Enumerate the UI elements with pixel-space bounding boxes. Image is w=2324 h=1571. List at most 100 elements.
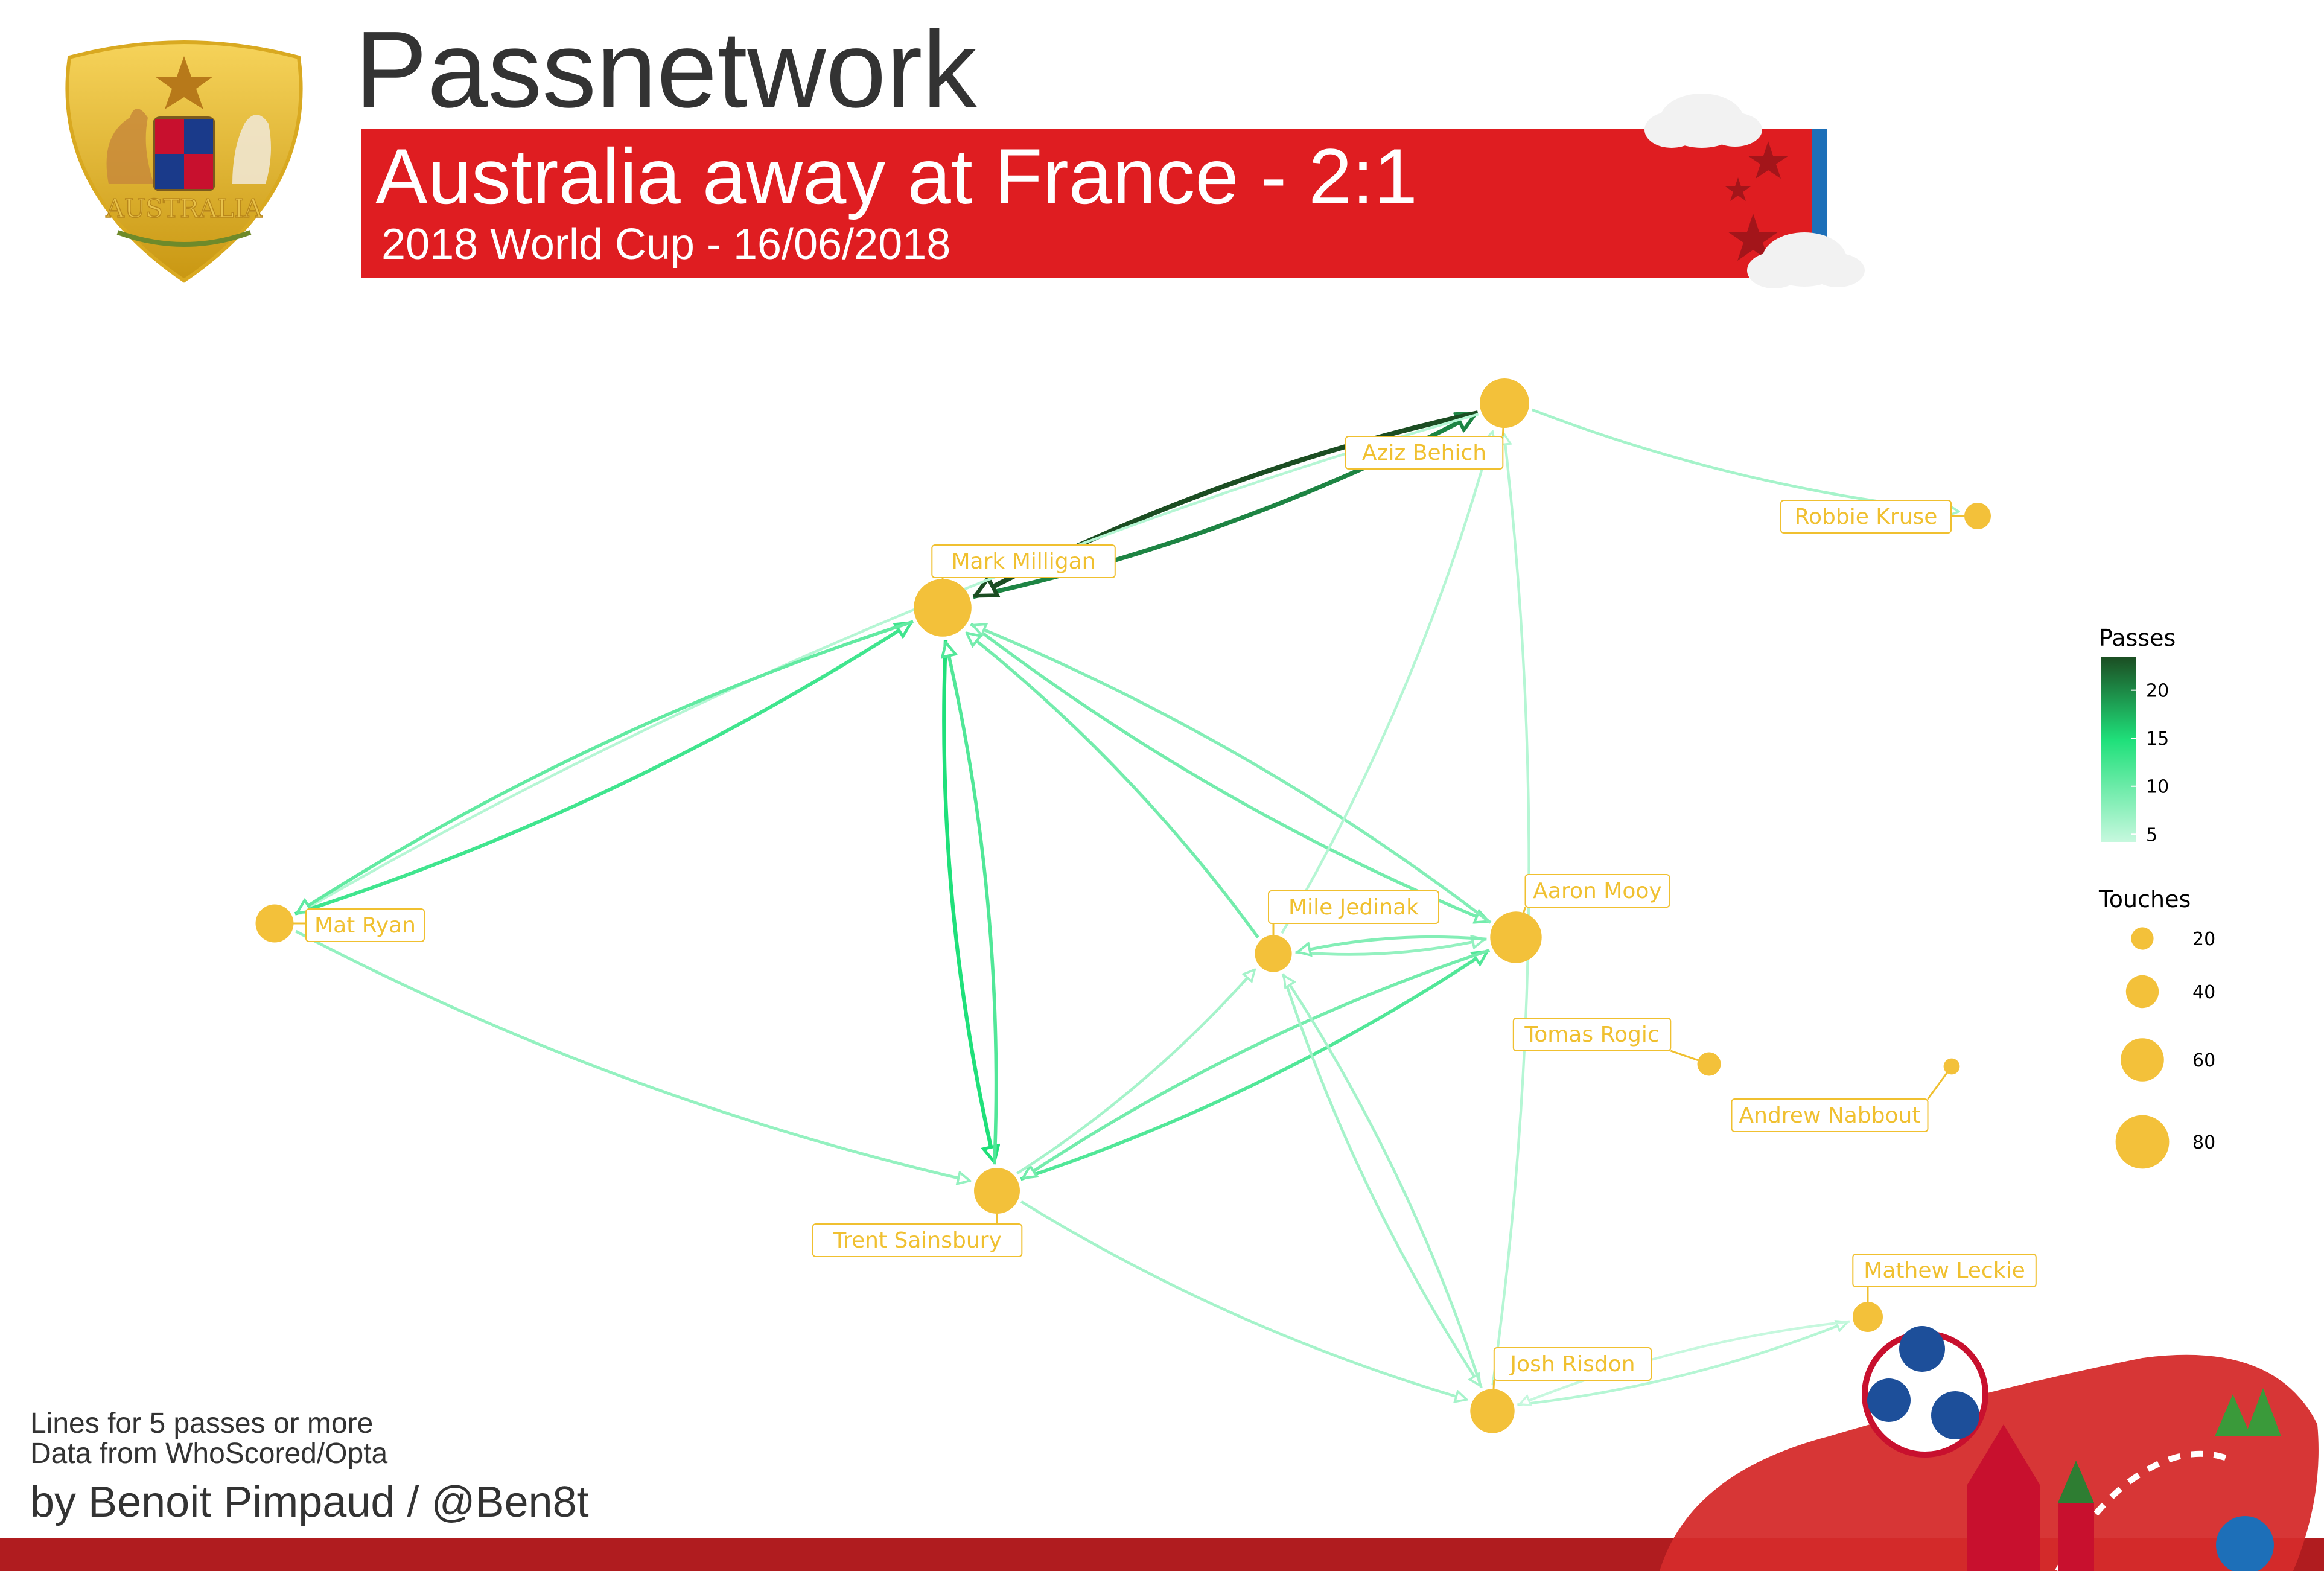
- player-circle-jedinak: [1255, 935, 1292, 972]
- byline: by Benoit Pimpaud / @Ben8t: [30, 1478, 589, 1526]
- pass-edge-mooy-to-jedinak: [1298, 935, 1487, 952]
- banner-stars-decoration: [1725, 141, 1789, 261]
- australia-crest-logo: AUSTRALIA: [65, 40, 303, 283]
- player-node-kruse: Robbie Kruse: [1780, 500, 1991, 534]
- touches-key-label-20: 20: [2192, 929, 2215, 950]
- cloud-decoration: [1644, 94, 1865, 288]
- touches-key-circle-20: [2131, 927, 2154, 950]
- touches-legend: Touches 20 40 60 80: [2098, 886, 2215, 1169]
- touches-key-circle-40: [2125, 975, 2159, 1009]
- touches-key-circle-60: [2121, 1038, 2164, 1082]
- tree-icon: [2215, 1388, 2281, 1436]
- pass-edge-ryan-to-sainsbury: [295, 929, 970, 1181]
- player-circle-ryan: [255, 904, 294, 943]
- pass-edge-risdon-to-aziz: [1491, 434, 1530, 1386]
- pass-edge-sainsbury-to-milligan: [946, 643, 998, 1165]
- matryoshka-icon: [2216, 1516, 2274, 1571]
- player-circle-kruse: [1964, 503, 1991, 529]
- player-label-aziz: Aziz Behich: [1362, 441, 1486, 465]
- passes-tick-label-5: 5: [2146, 824, 2157, 846]
- pass-edge-ryan-to-milligan: [294, 623, 911, 916]
- player-circle-mooy: [1490, 911, 1542, 963]
- page-title: Passnetwork: [355, 9, 977, 130]
- player-label-box-kruse: [1780, 500, 1952, 534]
- player-label-box-risdon: [1493, 1347, 1652, 1381]
- player-circle-nabbout: [1943, 1058, 1960, 1075]
- world-cup-ball-icon: [1862, 1326, 1988, 1458]
- passes-color-bar: [2101, 657, 2136, 842]
- pass-edge-risdon-to-leckie: [1517, 1322, 1847, 1406]
- player-circle-risdon: [1470, 1389, 1515, 1433]
- pass-edge-aziz-to-ryan: [298, 413, 1479, 914]
- player-node-sainsbury: Trent Sainsbury: [812, 1168, 1023, 1257]
- touches-legend-title: Touches: [2098, 886, 2191, 913]
- player-label-mooy: Aaron Mooy: [1533, 879, 1661, 903]
- title-banner: Australia away at France - 2:1 2018 Worl…: [361, 129, 1827, 278]
- player-label-box-sainsbury: [812, 1223, 1023, 1257]
- player-label-leckie: Mathew Leckie: [1864, 1258, 2025, 1283]
- player-label-box-ryan: [305, 908, 425, 942]
- player-node-rogic: Tomas Rogic: [1512, 1018, 1721, 1076]
- player-label-jedinak: Mile Jedinak: [1288, 895, 1419, 920]
- player-label-risdon: Josh Risdon: [1509, 1352, 1635, 1377]
- footnote-lines: Lines for 5 passes or more: [30, 1407, 374, 1439]
- touches-key-label-80: 80: [2192, 1132, 2215, 1153]
- player-node-mooy: Aaron Mooy: [1490, 874, 1670, 963]
- kremlin-tower-icon: [1967, 1424, 2094, 1571]
- player-label-box-nabbout: [1731, 1098, 1929, 1132]
- player-label-milligan: Mark Milligan: [951, 549, 1095, 574]
- pass-edge-leckie-to-risdon: [1520, 1320, 1850, 1404]
- player-label-box-mooy: [1524, 874, 1670, 908]
- player-label-nabbout: Andrew Nabbout: [1739, 1103, 1921, 1128]
- pass-edge-milligan-to-ryan: [298, 620, 914, 913]
- pass-edge-risdon-to-jedinak: [1284, 976, 1483, 1389]
- touches-key-label-40: 40: [2192, 982, 2215, 1003]
- pass-edge-aziz-to-kruse: [1531, 408, 1959, 512]
- touches-key-circle-80: [2115, 1115, 2170, 1169]
- player-label-kruse: Robbie Kruse: [1795, 505, 1938, 529]
- player-label-box-aziz: [1345, 436, 1504, 470]
- pass-edge-milligan-to-mooy: [970, 622, 1489, 922]
- passes-legend-title: Passes: [2099, 625, 2176, 651]
- player-node-ryan: Mat Ryan: [255, 904, 425, 943]
- edges-layer: [294, 408, 1959, 1406]
- passes-tick-label-20: 20: [2146, 681, 2169, 702]
- player-circle-milligan: [914, 579, 972, 637]
- player-label-box-leckie: [1852, 1254, 2037, 1287]
- match-info: 2018 World Cup - 16/06/2018: [381, 220, 951, 269]
- player-node-aziz: Aziz Behich: [1345, 378, 1529, 470]
- player-label-box-jedinak: [1268, 890, 1439, 924]
- pass-edge-jedinak-to-aziz: [1281, 432, 1492, 934]
- pass-edge-milligan-to-sainsbury: [942, 640, 994, 1162]
- world-cup-decoration: [1660, 1326, 2319, 1571]
- pass-edge-jedinak-to-milligan: [967, 633, 1259, 939]
- footnote-source: Data from WhoScored/Opta: [30, 1438, 388, 1470]
- player-circle-leckie: [1853, 1302, 1883, 1332]
- player-circle-sainsbury: [974, 1168, 1020, 1214]
- player-circle-rogic: [1697, 1052, 1721, 1076]
- player-circle-aziz: [1480, 378, 1529, 428]
- player-node-leckie: Mathew Leckie: [1852, 1254, 2037, 1332]
- pass-edge-jedinak-to-risdon: [1281, 973, 1480, 1386]
- player-label-box-milligan: [931, 544, 1116, 578]
- touches-key-label-60: 60: [2192, 1050, 2215, 1071]
- pass-edge-jedinak-to-mooy: [1295, 940, 1485, 956]
- pass-edge-mooy-to-milligan: [973, 625, 1492, 924]
- pass-edge-sainsbury-to-mooy: [1020, 951, 1488, 1181]
- passes-tick-label-15: 15: [2146, 728, 2169, 750]
- passes-tick-label-10: 10: [2146, 777, 2169, 798]
- pass-edge-mooy-to-sainsbury: [1023, 948, 1491, 1178]
- pass-edge-sainsbury-to-jedinak: [1016, 970, 1255, 1175]
- crest-text: AUSTRALIA: [105, 194, 263, 223]
- player-node-nabbout: Andrew Nabbout: [1731, 1058, 1960, 1132]
- player-label-ryan: Mat Ryan: [314, 913, 416, 938]
- player-node-jedinak: Mile Jedinak: [1255, 890, 1439, 972]
- player-node-milligan: Mark Milligan: [914, 544, 1116, 637]
- match-title: Australia away at France - 2:1: [375, 132, 1418, 220]
- passes-legend: Passes 5 10 15 20: [2099, 625, 2176, 846]
- player-label-rogic: Tomas Rogic: [1524, 1022, 1659, 1047]
- player-label-box-rogic: [1512, 1018, 1672, 1051]
- player-label-sainsbury: Trent Sainsbury: [832, 1228, 1002, 1253]
